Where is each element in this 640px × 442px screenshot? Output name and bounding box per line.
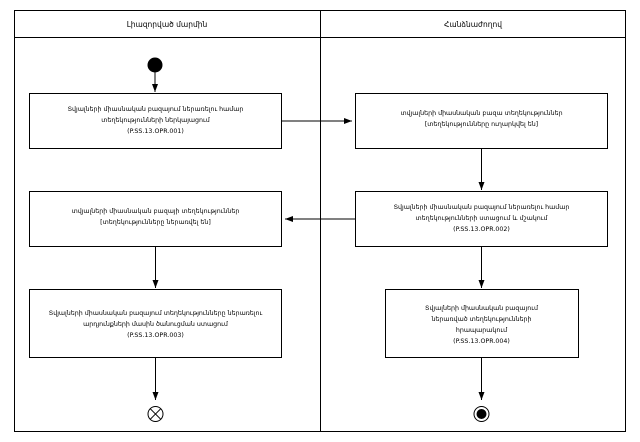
node-n3-line-3: (P.SS.13.OPR.002) (453, 226, 510, 233)
node-n3-line-1: Տվյալների միասնական բազայում ներառելու հ… (394, 204, 570, 211)
node-n1-line-3: (P.SS.13.OPR.001) (127, 128, 184, 135)
node-n4-line-2: [տեղեկությունները ներառվել են] (100, 219, 211, 226)
node-n1 (29, 93, 282, 149)
node-n5-line-3: (P.SS.13.OPR.003) (127, 332, 184, 339)
activity-final-node-core (476, 409, 487, 419)
node-n1-line-1: Տվյալների միասնական բազայում ներառելու հ… (68, 106, 244, 113)
node-n2-line-2: [տեղեկությունները ուղարկվել են] (425, 121, 538, 128)
node-n2-line-1: տվյալների միասնական բազա տեղեկություններ (400, 110, 562, 117)
swimlane-title-right: Հանձնաժողով (444, 20, 502, 29)
flow-final-node-x-stroke-2 (149, 408, 162, 420)
node-n5 (29, 289, 282, 358)
node-n1-line-2: տեղեկությունների ներկայացում (101, 117, 211, 124)
node-n5-line-2: արդյունքների մասին ծանուցման ստացում (83, 321, 229, 328)
node-n4-line-1: տվյալների միասնական բազայի տեղեկությունն… (72, 208, 240, 215)
initial-node (147, 57, 163, 73)
node-n3-line-2: տեղեկությունների ստացում և մշակում (416, 215, 549, 222)
swimlane-title-left: Լիազորված մարմին (127, 20, 208, 29)
node-n6-line-3: հրապարակում (456, 327, 508, 334)
node-n6-line-1: Տվյալների միասնական բազայում (425, 305, 539, 312)
node-n5-line-1: Տվյալների միասնական բազայում տեղեկությու… (49, 310, 263, 317)
node-n6 (385, 289, 579, 358)
node-n6-line-2: ներառված տեղեկությունների (430, 316, 531, 323)
node-n6-line-4: (P.SS.13.OPR.004) (453, 338, 510, 345)
